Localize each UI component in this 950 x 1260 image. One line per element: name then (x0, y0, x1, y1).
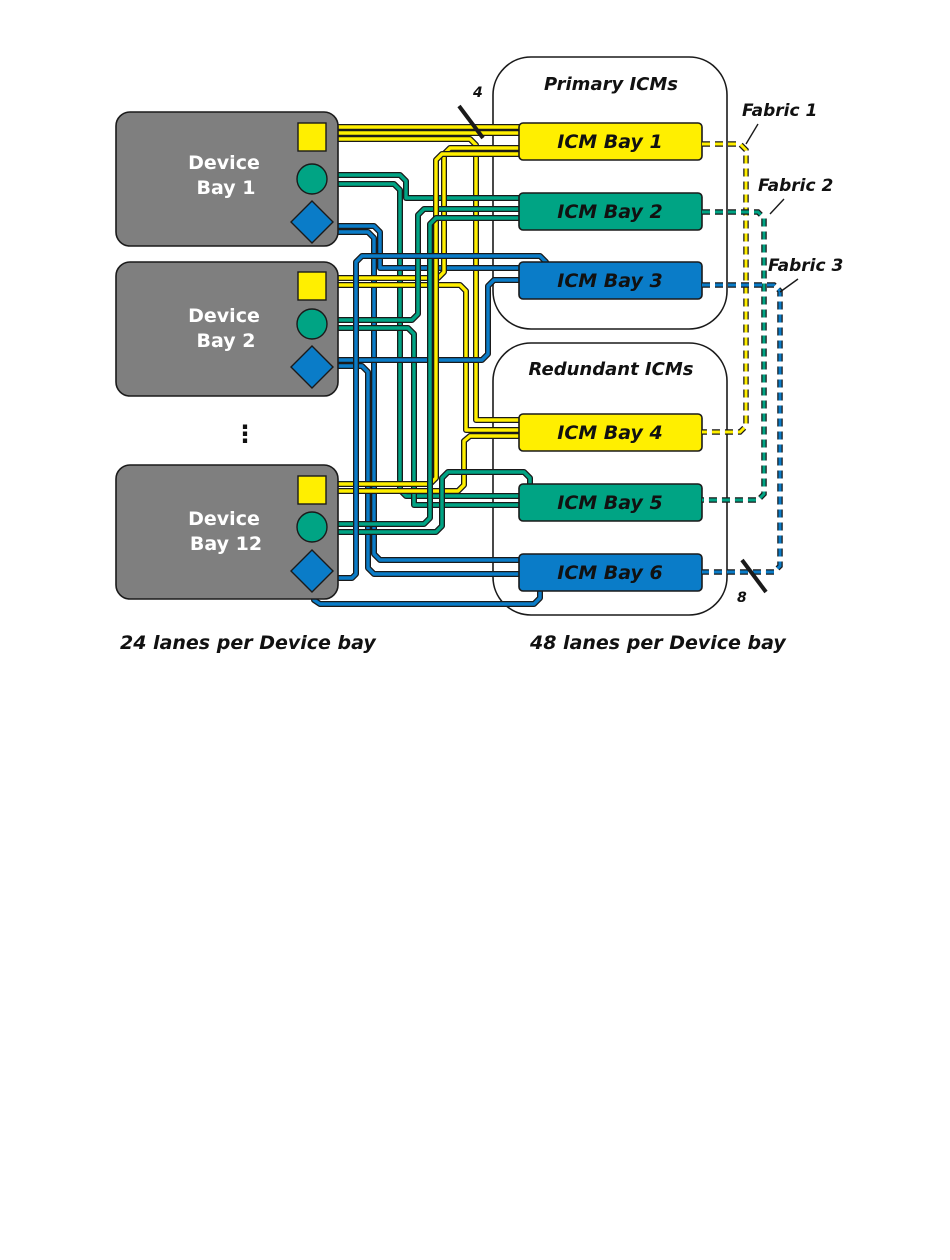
icm-bay-2-label: ICM Bay 2 (557, 201, 662, 223)
fabric-3-leader (780, 279, 798, 292)
device-bay-12-label-line1: Device (188, 508, 260, 530)
lane-count-slash-right (742, 560, 766, 592)
icm-bay-1-label: ICM Bay 1 (557, 131, 662, 153)
fabric-1-leader (746, 124, 758, 144)
circle-icon (297, 309, 327, 339)
device-bay-1-label-line1: Device (188, 152, 260, 174)
icm-bay-4: ICM Bay 4 (519, 414, 702, 451)
fabric-2-label: Fabric 2 (758, 176, 833, 196)
fabric-1-label: Fabric 1 (742, 101, 817, 121)
device-bay-2-label-line1: Device (188, 305, 260, 327)
square-icon (298, 123, 326, 151)
icm-bay-4-label: ICM Bay 4 (557, 422, 662, 444)
device-bay-ellipsis: ⋮ (233, 420, 257, 448)
icm-bay-3: ICM Bay 3 (519, 262, 702, 299)
device-bay-1-label-line2: Bay 1 (197, 177, 256, 199)
fabric-2-leader (770, 199, 784, 214)
lane-count-left: 4 (472, 85, 483, 101)
footer-right-caption: 48 lanes per Device bay (529, 632, 787, 654)
icm-bay-1: ICM Bay 1 (519, 123, 702, 160)
square-icon (298, 272, 326, 300)
icm-bay-5-label: ICM Bay 5 (557, 492, 662, 514)
icm-bay-2: ICM Bay 2 (519, 193, 702, 230)
icm-bay-3-label: ICM Bay 3 (557, 270, 662, 292)
device-bay-2-label-line2: Bay 2 (197, 330, 256, 352)
icm-bay-6: ICM Bay 6 (519, 554, 702, 591)
redundant-icms-label: Redundant ICMs (529, 359, 694, 380)
circle-icon (297, 512, 327, 542)
circle-icon (297, 164, 327, 194)
fabric-3-label: Fabric 3 (768, 256, 843, 276)
square-icon (298, 476, 326, 504)
icm-bay-5: ICM Bay 5 (519, 484, 702, 521)
lane-count-right: 8 (737, 590, 747, 606)
device-bay-12-label-line2: Bay 12 (190, 533, 262, 555)
footer-left-caption: 24 lanes per Device bay (120, 632, 377, 654)
icm-bay-6-label: ICM Bay 6 (557, 562, 662, 584)
primary-icms-label: Primary ICMs (544, 74, 678, 95)
